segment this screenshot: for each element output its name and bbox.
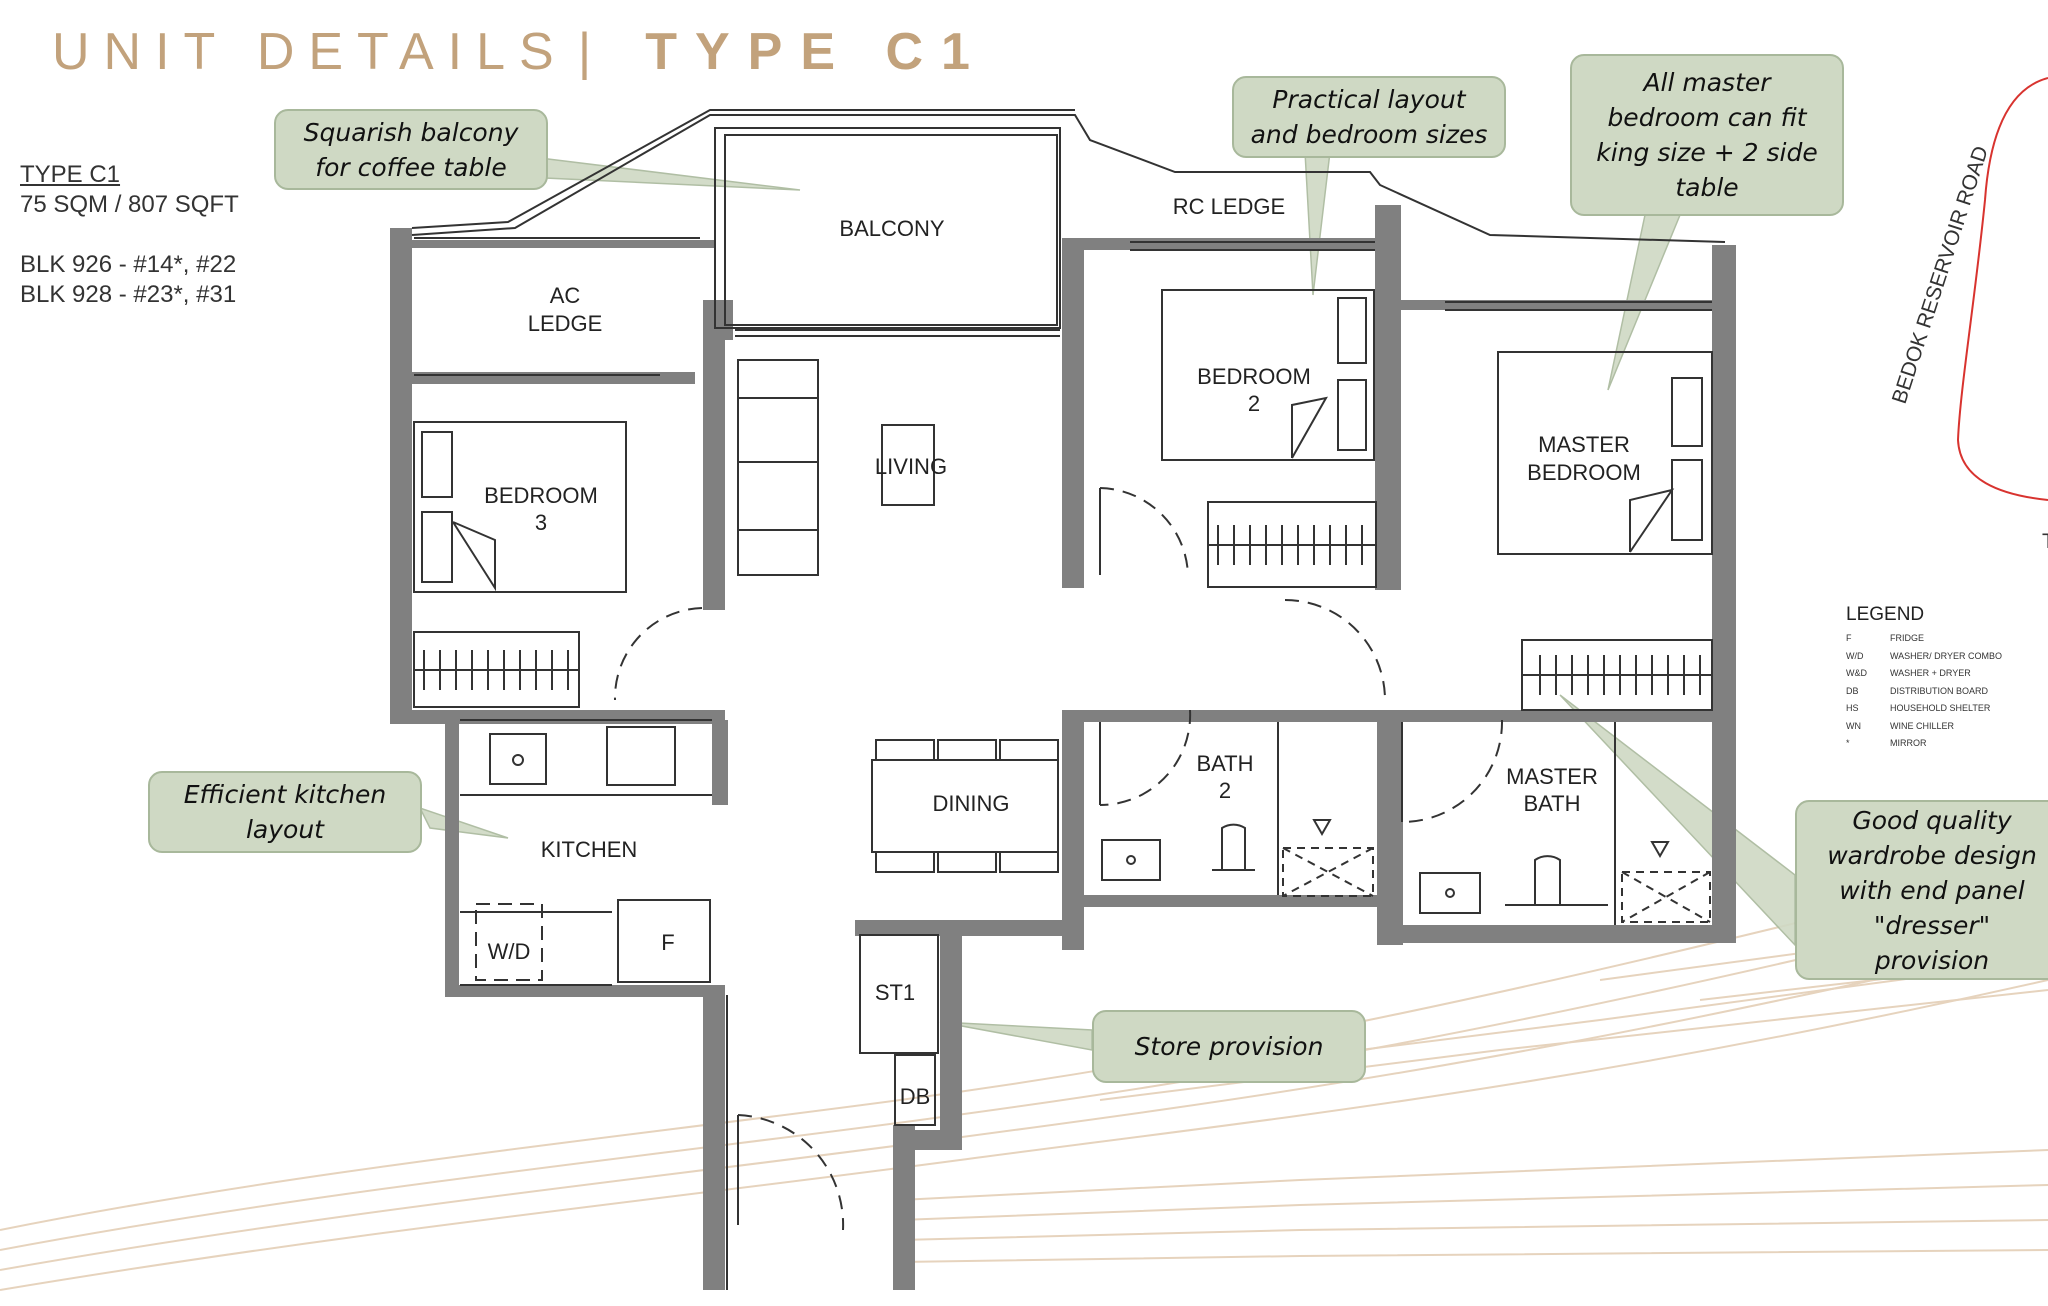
label-st1: ST1: [875, 980, 915, 1005]
label-bath2-1: BATH: [1196, 751, 1253, 776]
label-rc-ledge: RC LEDGE: [1173, 194, 1285, 219]
header-separator: |: [577, 23, 606, 81]
label-dining: DINING: [933, 791, 1010, 816]
unit-block-1: BLK 926 - #14*, #22: [20, 251, 237, 278]
unit-block-2: BLK 928 - #23*, #31: [20, 281, 237, 308]
label-balcony: BALCONY: [839, 216, 944, 241]
label-kitchen: KITCHEN: [541, 837, 638, 862]
label-master-bedroom-1: MASTER: [1538, 432, 1630, 457]
label-wd: W/D: [488, 939, 531, 964]
header-unit-type: TYPE C1: [645, 23, 988, 81]
label-master-bath-2: BATH: [1523, 791, 1580, 816]
label-bedroom2-1: BEDROOM: [1197, 364, 1311, 389]
unit-type-label: TYPE C1: [20, 161, 121, 188]
wardrobe-ticks: [423, 525, 1701, 695]
page-header: UNIT DETAILS| TYPE C1: [52, 22, 988, 82]
unit-area: 75 SQM / 807 SQFT: [20, 191, 239, 218]
label-bedroom2-2: 2: [1248, 391, 1260, 416]
door-swings: [613, 487, 1504, 1231]
room-labels: BALCONY AC LEDGE RC LEDGE BEDROOM 3 LIVI…: [484, 194, 1641, 1109]
header-title: UNIT DETAILS: [52, 23, 568, 81]
label-master-bedroom-2: BEDROOM: [1527, 460, 1641, 485]
legend-title: LEGEND: [1846, 604, 1925, 625]
floor-plan-walls: [390, 205, 1736, 1290]
svg-text:T: T: [2042, 530, 2048, 553]
label-db: DB: [900, 1084, 931, 1109]
legend-item: *MIRROR: [1846, 738, 1927, 748]
door-leaves: [737, 488, 1403, 1225]
label-bedroom3-1: BEDROOM: [484, 483, 598, 508]
label-living: LIVING: [875, 454, 947, 479]
label-bedroom3-2: 3: [535, 510, 547, 535]
label-master-bath-1: MASTER: [1506, 764, 1598, 789]
callout-store: Store provision: [1092, 1010, 1366, 1083]
label-ac-ledge-2: LEDGE: [528, 311, 603, 336]
unit-info: TYPE C1 75 SQM / 807 SQFT BLK 926 - #14*…: [20, 160, 239, 310]
label-ac-ledge-1: AC: [550, 283, 581, 308]
label-bath2-2: 2: [1219, 778, 1231, 803]
road-boundary: [1956, 77, 2048, 501]
label-fridge: F: [661, 930, 674, 955]
callout-pointers: [418, 151, 1796, 1051]
